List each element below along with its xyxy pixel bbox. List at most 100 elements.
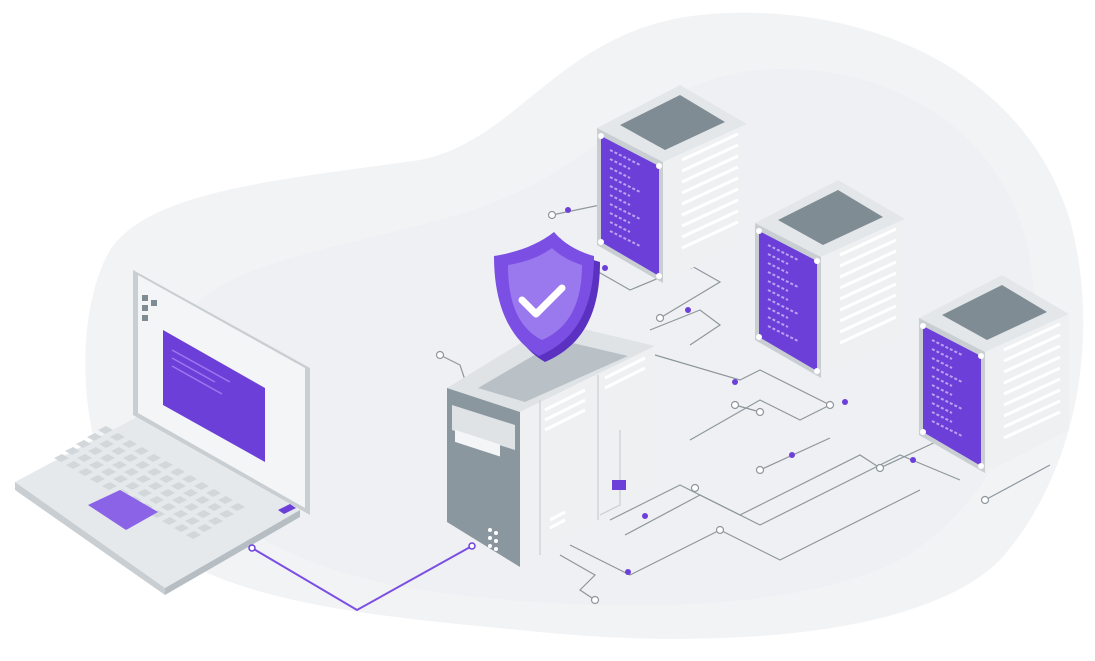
keyboard-key <box>207 503 222 511</box>
server-tower <box>597 85 747 283</box>
keyboard-key <box>206 489 221 497</box>
circuit-line <box>624 454 961 536</box>
server-panel-text <box>767 289 789 301</box>
keyboard-key <box>196 510 211 518</box>
keyboard-key <box>184 503 199 511</box>
circuit-node <box>980 495 990 505</box>
keyboard-key <box>101 468 116 476</box>
keyboard-key <box>186 531 201 539</box>
main-server <box>447 322 655 567</box>
server-panel-text <box>609 203 641 220</box>
server-screw <box>978 463 984 469</box>
server-tower <box>919 275 1069 473</box>
server-panel-text <box>609 194 631 206</box>
server-top-inset <box>778 190 883 245</box>
circuit-node <box>655 313 665 323</box>
keyboard-key <box>113 475 128 483</box>
circuit-line <box>984 464 1051 501</box>
keyboard-key <box>137 489 152 497</box>
keyboard-key <box>100 454 115 462</box>
circuit-node-active <box>910 457 916 463</box>
laptop-display-text <box>171 349 231 395</box>
server-vent <box>839 315 897 345</box>
server-panel-text <box>609 230 641 247</box>
keyboard-key <box>208 517 223 525</box>
server-vent <box>1003 355 1061 385</box>
server-panel-text <box>931 384 953 396</box>
circuit-line <box>559 554 596 601</box>
main-server-top-inset <box>478 340 628 402</box>
main-server-vents <box>544 356 646 530</box>
keyboard-key <box>159 475 174 483</box>
keyboard-key <box>123 454 138 462</box>
keyboard-key <box>99 440 114 448</box>
keyboard-key <box>76 440 91 448</box>
keyboard-key <box>136 475 151 483</box>
server-panel-text <box>931 375 953 387</box>
server-screw <box>756 334 762 340</box>
keyboard-key <box>146 454 161 462</box>
main-server-left-panel <box>452 405 515 450</box>
server-vent <box>839 227 897 257</box>
keyboard-key <box>148 482 163 490</box>
laptop-base-edge <box>15 482 165 595</box>
server-vent <box>839 249 897 279</box>
server-panel-text <box>609 149 641 166</box>
main-server-seams <box>539 375 621 555</box>
circuit-line <box>734 404 761 413</box>
server-vent <box>1003 377 1061 407</box>
server-vent <box>1003 322 1061 352</box>
server-vent <box>681 132 739 162</box>
keyboard-key <box>173 510 188 518</box>
server-panel-text <box>767 316 789 328</box>
server-panel-text <box>609 158 631 170</box>
server-top-inset <box>942 285 1047 340</box>
keyboard-key <box>124 468 139 476</box>
server-screw <box>598 239 604 245</box>
keyboard-key <box>147 468 162 476</box>
circuit-node-active <box>565 207 571 213</box>
server-vent <box>1003 366 1061 396</box>
keyboard-key <box>197 524 212 532</box>
server-vent <box>839 260 897 290</box>
main-server-right-face <box>520 346 655 567</box>
server-panel-text <box>931 402 953 414</box>
server-vent <box>839 271 897 301</box>
circuit-node <box>715 525 725 535</box>
keyboard-key <box>160 489 175 497</box>
keyboard-key <box>170 468 185 476</box>
server-vent <box>1003 388 1061 418</box>
server-panel-text <box>609 185 631 197</box>
network-cable <box>251 545 473 612</box>
circuit-node-active <box>842 399 848 405</box>
server-panel-text <box>609 167 631 179</box>
server-vent <box>839 282 897 312</box>
server-vent <box>681 165 739 195</box>
cable-port <box>468 542 476 550</box>
keyboard-key <box>185 517 200 525</box>
keyboard-key <box>66 461 81 469</box>
keyboard-key <box>174 524 189 532</box>
server-vent <box>839 238 897 268</box>
server-screw <box>814 258 820 264</box>
server-panel-text <box>931 393 963 410</box>
keyboard-key <box>90 475 105 483</box>
server-screw <box>756 228 762 234</box>
server-vent <box>681 154 739 184</box>
circuit-node <box>825 400 835 410</box>
server-screw <box>920 429 926 435</box>
laptop <box>15 270 310 595</box>
server-panel-text <box>767 325 799 342</box>
keyboard-key <box>98 426 113 434</box>
server-vent <box>839 304 897 334</box>
server-panel-text <box>931 411 953 423</box>
keyboard-key <box>111 447 126 455</box>
keyboard-key <box>218 496 233 504</box>
circuit-node <box>755 407 765 417</box>
circuit-node <box>435 350 445 360</box>
server-vent <box>681 187 739 217</box>
laptop-key-purple <box>278 504 296 514</box>
circuit-node <box>875 463 885 473</box>
circuit-line <box>439 354 466 381</box>
keyboard-key <box>195 496 210 504</box>
